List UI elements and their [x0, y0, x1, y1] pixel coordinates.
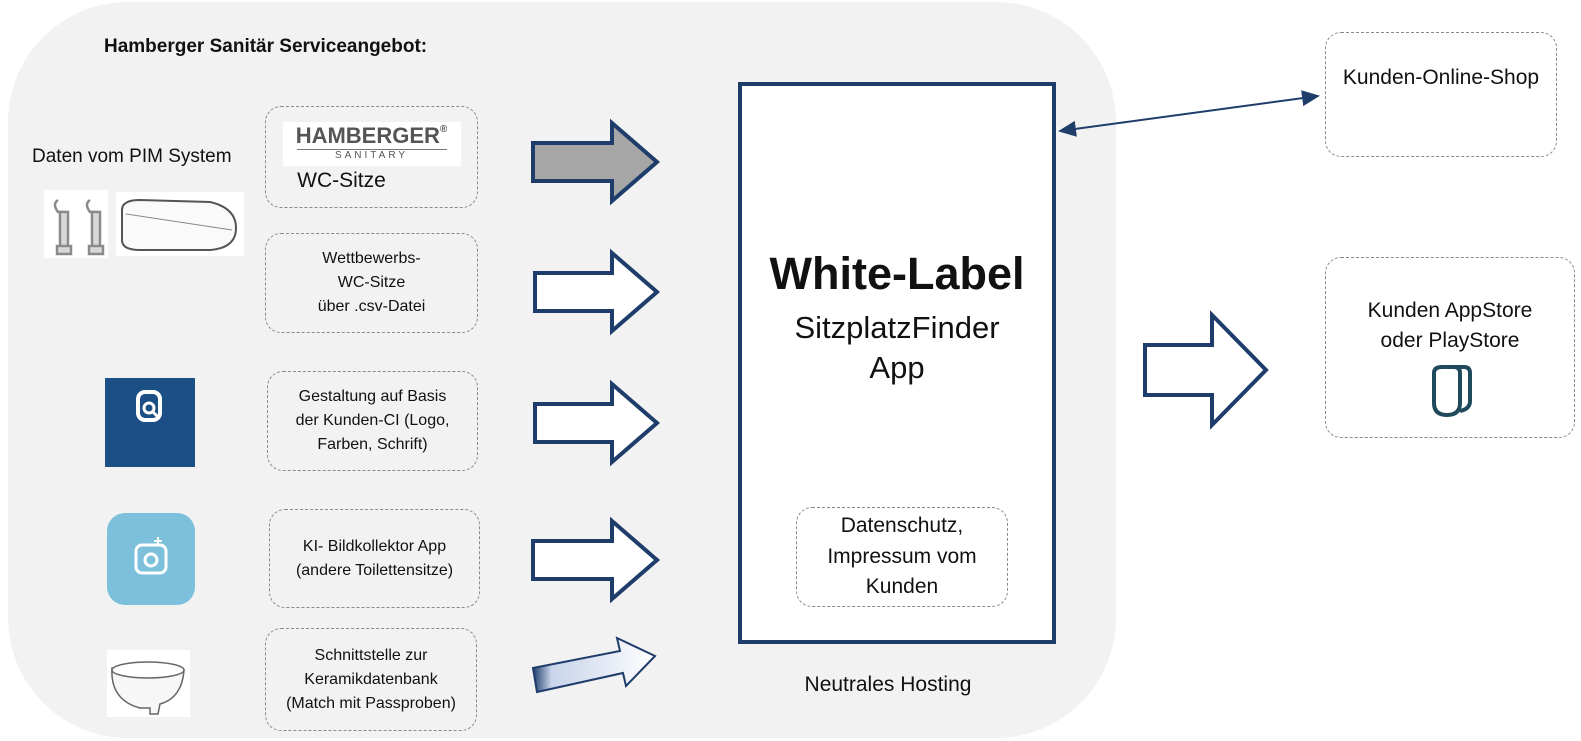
- hamberger-logo: HAMBERGER® SANITARY: [282, 121, 461, 166]
- store-line-1: Kunden AppStore: [1367, 299, 1533, 322]
- white-label-app-frame: [738, 82, 1056, 644]
- app-subtitle-line-1: SitzplatzFinder: [794, 310, 1000, 345]
- panel-heading: Hamberger Sanitär Serviceangebot:: [104, 36, 428, 57]
- gestaltung-line-1: Gestaltung auf Basis: [298, 388, 447, 405]
- wettbewerb-line-2: WC-Sitze: [337, 274, 406, 291]
- pim-label: Daten vom PIM System: [32, 146, 232, 167]
- arrow-ki: [531, 516, 661, 604]
- gestaltung-line-2: der Kunden-CI (Logo,: [295, 412, 450, 429]
- arrow-wettbewerb: [533, 248, 661, 336]
- gestaltung-box: Gestaltung auf Basis der Kunden-CI (Logo…: [267, 371, 478, 471]
- camera-app-icon: [107, 513, 195, 605]
- arrow-schnittstelle: [531, 636, 657, 694]
- schnittstelle-line-3: (Match mit Passproben): [286, 694, 456, 712]
- privacy-box: Datenschutz, Impressum vom Kunden: [796, 507, 1008, 607]
- wettbewerb-box: Wettbewerbs- WC-Sitze über .csv-Datei: [265, 233, 478, 333]
- logo-sub: SANITARY: [334, 150, 409, 161]
- box-wc-sitze-label: WC-Sitze: [297, 168, 386, 192]
- wettbewerb-line-3: über .csv-Datei: [317, 298, 426, 315]
- toilet-seat-icon: [116, 192, 244, 256]
- privacy-line-2: Impressum vom: [827, 544, 977, 568]
- schnittstelle-line-1: Schnittstelle zur: [314, 646, 428, 664]
- hamberger-wc-box: HAMBERGER® SANITARY WC-Sitze: [265, 106, 478, 208]
- app-subtitle-line-2: App: [869, 350, 925, 386]
- shop-label: Kunden-Online-Shop: [1342, 66, 1540, 89]
- gestaltung-line-3: Farben, Schrift): [317, 436, 428, 453]
- arrow-gestaltung: [533, 379, 661, 467]
- store-line-2: oder PlayStore: [1380, 329, 1520, 353]
- schnittstelle-line-2: Keramikdatenbank: [304, 670, 438, 688]
- hosting-label: Neutrales Hosting: [804, 673, 972, 696]
- store-seat-icon: [1432, 364, 1472, 417]
- arrow-hamberger: [531, 118, 661, 206]
- haro-app-icon: [105, 378, 195, 467]
- ki-line-1: KI- Bildkollektor App: [302, 537, 447, 555]
- logo-brand: HAMBERGER: [295, 123, 440, 148]
- privacy-line-1: Datenschutz,: [840, 514, 964, 538]
- wettbewerb-line-1: Wettbewerbs-: [322, 250, 421, 267]
- shop-box: Kunden-Online-Shop: [1325, 32, 1557, 157]
- store-box: Kunden AppStore oder PlayStore: [1325, 257, 1575, 438]
- schnittstelle-box: Schnittstelle zur Keramikdatenbank (Matc…: [265, 628, 477, 731]
- logo-mark: ®: [439, 124, 448, 135]
- arrow-to-store: [1143, 310, 1269, 430]
- ki-line-2: (andere Toilettensitze): [295, 561, 454, 579]
- privacy-line-3: Kunden: [865, 575, 939, 599]
- app-title: White-Label: [769, 248, 1025, 299]
- arrow-shop-link: [1058, 90, 1320, 137]
- app-subtitle: SitzplatzFinder App: [740, 308, 1054, 389]
- toilet-seat-hinge-icon: [44, 190, 108, 258]
- ki-box: KI- Bildkollektor App (andere Toilettens…: [269, 509, 480, 608]
- wall-toilet-icon: [107, 650, 190, 717]
